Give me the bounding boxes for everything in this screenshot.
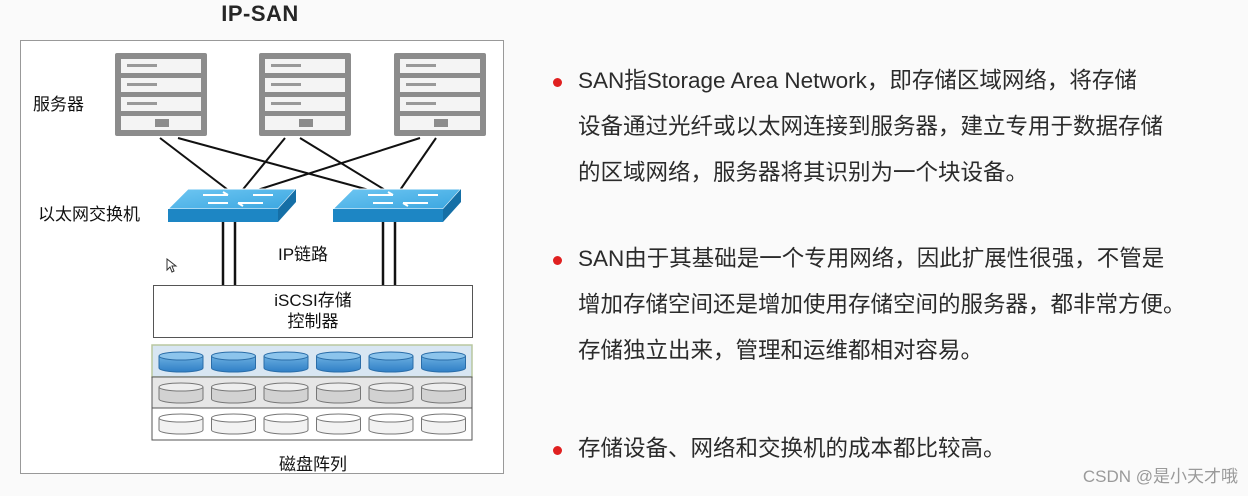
disk-cylinder xyxy=(211,418,256,435)
disk-cylinder-top xyxy=(158,382,204,392)
disk-cylinder xyxy=(316,418,361,435)
controller-line-2: 控制器 xyxy=(287,312,339,331)
server-3 xyxy=(394,53,486,136)
disk-cylinder-top xyxy=(158,351,204,361)
disk-cylinder xyxy=(263,387,309,404)
disk-cylinder-top xyxy=(421,382,466,392)
disk-cylinder xyxy=(211,387,256,404)
mouse-cursor-icon xyxy=(166,258,178,273)
bullet-dot-icon xyxy=(553,78,562,87)
disk-cylinder xyxy=(263,418,309,435)
disk-cylinder xyxy=(158,387,204,404)
disk-cylinder-top xyxy=(421,413,466,423)
disk-cylinder xyxy=(368,387,414,404)
ip-links xyxy=(221,222,397,286)
disk-cylinder xyxy=(211,356,256,373)
switch-label: 以太网交换机 xyxy=(38,205,140,224)
disk-cylinder xyxy=(421,387,466,404)
bullet-1-line-1: SAN指Storage Area Network，即存储区域网络，将存储 xyxy=(578,68,1137,93)
disk-cylinder-top xyxy=(368,382,414,392)
disk-array-label: 磁盘阵列 xyxy=(279,455,347,474)
iscsi-controller: iSCSI存储 控制器 xyxy=(153,285,473,338)
disk-cylinder-top xyxy=(368,351,414,361)
bullet-dot-icon xyxy=(553,446,562,455)
server-switch-links xyxy=(159,137,437,194)
disk-cylinder-top xyxy=(263,413,309,423)
disk-cylinder-top xyxy=(368,413,414,423)
disk-cylinder xyxy=(158,418,204,435)
disk-cylinder-top xyxy=(316,382,361,392)
disk-cylinder xyxy=(368,418,414,435)
disk-cylinder-top xyxy=(211,382,256,392)
watermark: CSDN @是小天才哦 xyxy=(1082,467,1238,486)
bullet-2-line-1: SAN由于其基础是一个专用网络，因此扩展性很强，不管是 xyxy=(578,246,1165,271)
bullet-2-line-3: 存储独立出来，管理和运维都相对容易。 xyxy=(578,338,984,363)
disk-cylinder xyxy=(316,387,361,404)
diagram-title: IP-SAN xyxy=(221,1,299,26)
disk-cylinder xyxy=(368,356,414,373)
disk-cylinder-top xyxy=(316,351,361,361)
disk-cylinder xyxy=(316,356,361,373)
disk-cylinder-top xyxy=(211,413,256,423)
disk-cylinder xyxy=(263,356,309,373)
disk-cylinder xyxy=(421,356,466,373)
disk-array xyxy=(151,344,473,441)
disk-cylinder xyxy=(421,418,466,435)
disk-cylinder-top xyxy=(263,382,309,392)
bullet-3-line-1: 存储设备、网络和交换机的成本都比较高。 xyxy=(578,436,1006,461)
server-label: 服务器 xyxy=(33,95,84,114)
disk-cylinder-top xyxy=(421,351,466,361)
bullet-1-line-2: 设备通过光纤或以太网连接到服务器，建立专用于数据存储 xyxy=(578,114,1164,139)
controller-line-1: iSCSI存储 xyxy=(274,291,352,310)
disk-cylinder-top xyxy=(211,351,256,361)
disk-cylinder-top xyxy=(263,351,309,361)
bullet-1-line-3: 的区域网络，服务器将其识别为一个块设备。 xyxy=(578,160,1029,185)
bullet-dot-icon xyxy=(553,256,562,265)
bullet-2-line-2: 增加存储空间还是增加使用存储空间的服务器，都非常方便。 xyxy=(578,292,1186,317)
switch-1 xyxy=(166,188,298,222)
switch-2 xyxy=(331,188,463,222)
disk-cylinder-top xyxy=(316,413,361,423)
server-2 xyxy=(259,53,351,136)
disk-cylinder xyxy=(158,356,204,373)
ip-san-diagram xyxy=(115,53,486,441)
server-1 xyxy=(115,53,207,136)
ip-link-label: IP链路 xyxy=(278,245,329,264)
disk-cylinder-top xyxy=(158,413,204,423)
